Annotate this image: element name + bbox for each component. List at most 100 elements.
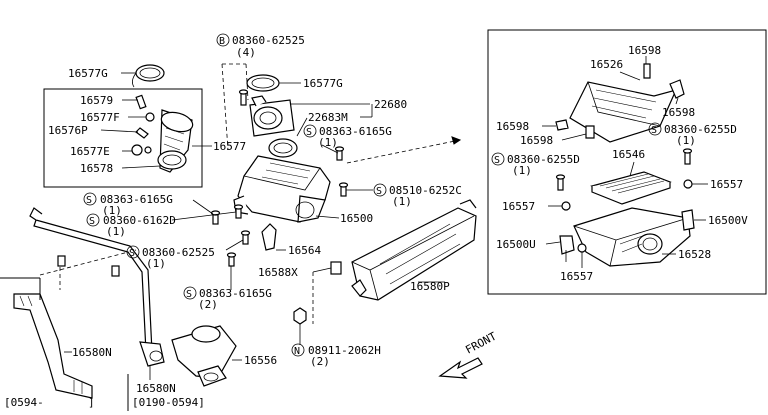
symbol-n	[291, 343, 305, 357]
svg-text:S: S	[86, 195, 92, 206]
label-r08360-6255d-left: 08360-6255D	[507, 153, 580, 166]
bracket-16500v	[681, 209, 695, 231]
svg-text:S: S	[494, 155, 500, 166]
label-16500: 16500	[340, 212, 373, 225]
label-front: FRONT	[463, 329, 499, 356]
duct-hose-16578	[157, 109, 194, 173]
front-arrow	[438, 357, 483, 379]
svg-text:S: S	[89, 216, 95, 227]
gasket-22683m	[268, 138, 298, 158]
svg-text:S: S	[376, 186, 382, 197]
detail-box	[487, 29, 767, 295]
label-s08360-62525-qty: (1)	[146, 257, 166, 270]
label-22680: 22680	[374, 98, 407, 111]
label-16557-left: 16557	[502, 200, 535, 213]
label-16546: 16546	[612, 148, 645, 161]
label-s08360-62525: 08360-62525	[142, 246, 215, 259]
label-16500v: 16500V	[708, 214, 748, 227]
label-s08363-6165g-a-qty: (1)	[318, 136, 338, 149]
symbol-s-c	[86, 213, 100, 227]
washer-16557-right	[683, 179, 693, 189]
air-flow-meter-22680	[249, 95, 295, 137]
label-16577e: 16577E	[70, 145, 110, 158]
resonator-16580p	[351, 199, 477, 301]
label-b08360-62525-qty: (4)	[236, 46, 256, 59]
bolt-r08360-6255d-right	[682, 148, 693, 165]
bolt-s08363-6165g-c	[226, 252, 237, 267]
label-16580n-left: 16580N	[72, 346, 112, 359]
duct-subassembly-box	[43, 88, 203, 188]
sensor-16576p	[135, 127, 149, 139]
label-r08360-6255d-right-qty: (1)	[676, 134, 696, 147]
symbol-s-r1	[648, 122, 662, 136]
label-date-0594-end: ]	[88, 396, 95, 409]
clip-16598-bottom	[585, 125, 595, 139]
label-n08911-2062h: 08911-2062H	[308, 344, 381, 357]
clip-16577f	[145, 112, 155, 122]
washer-16557-bottom	[577, 243, 587, 253]
bolt-b08360-62525	[238, 89, 249, 106]
svg-text:N: N	[294, 346, 300, 357]
label-16557-bottom: 16557	[560, 270, 593, 283]
bolt-s08363-6165g-a	[334, 146, 345, 161]
hose-16580n-left	[13, 293, 93, 399]
label-22683m: 22683M	[308, 111, 348, 124]
label-b08360-62525: 08360-62525	[232, 34, 305, 47]
symbol-s-b	[83, 192, 97, 206]
nut-n08911-2062h	[293, 307, 307, 325]
label-r08360-6255d-right: 08360-6255D	[664, 123, 737, 136]
label-16528: 16528	[678, 248, 711, 261]
symbol-b-bolt	[216, 33, 230, 47]
bolt-r08360-6255d-left	[555, 174, 566, 191]
label-16576p: 16576P	[48, 124, 88, 137]
clip-16598-left	[555, 119, 569, 131]
label-16577g-right: 16577G	[303, 77, 343, 90]
label-r08360-6255d-left-qty: (1)	[512, 164, 532, 177]
symbol-s-e	[126, 245, 140, 259]
bolt-s08360-6162d	[233, 204, 244, 219]
label-16598-left: 16598	[496, 120, 529, 133]
bolt-s08363-6165g-b	[210, 210, 221, 225]
lower-case-16528	[573, 207, 691, 267]
symbol-s-f	[183, 286, 197, 300]
symbol-s-a	[303, 124, 317, 138]
clip-16588x	[330, 261, 342, 275]
clamp-16577g-right	[246, 74, 280, 92]
symbol-s-d	[373, 183, 387, 197]
label-s08360-6162d-qty: (1)	[106, 225, 126, 238]
label-16557-right: 16557	[710, 178, 743, 191]
symbol-s-r2	[491, 152, 505, 166]
label-16564: 16564	[288, 244, 321, 257]
label-s08363-6165g-a: 08363-6165G	[319, 125, 392, 138]
bracket-16564	[261, 223, 277, 251]
svg-text:B: B	[219, 36, 225, 47]
clip-16577e	[131, 144, 152, 156]
clip-16598-right	[669, 79, 685, 99]
label-16578: 16578	[80, 162, 113, 175]
bolt-s08510-6252c	[338, 182, 349, 197]
air-cleaner-16500	[233, 155, 331, 223]
label-16580p: 16580P	[410, 280, 450, 293]
label-s08363-6165g-b-qty: (1)	[102, 204, 122, 217]
svg-text:S: S	[186, 289, 192, 300]
label-date-0594: [0594-	[4, 396, 44, 409]
bracket-16500u	[559, 235, 575, 262]
label-s08363-6165g-c: 08363-6165G	[199, 287, 272, 300]
label-date-0190-0594: [0190-0594]	[132, 396, 205, 409]
label-s08363-6165g-c-qty: (2)	[198, 298, 218, 311]
label-16556: 16556	[244, 354, 277, 367]
label-16588x: 16588X	[258, 266, 298, 279]
label-16598-bottom: 16598	[520, 134, 553, 147]
svg-text:S: S	[306, 127, 312, 138]
label-16579: 16579	[80, 94, 113, 107]
label-16577f: 16577F	[80, 111, 120, 124]
label-16598-top: 16598	[628, 44, 661, 57]
clamp-16577g-top	[132, 64, 165, 88]
label-s08510-6252c: 08510-6252C	[389, 184, 462, 197]
label-16500u: 16500U	[496, 238, 536, 251]
filter-element-16546	[590, 171, 672, 205]
label-16580n-bottom: 16580N	[136, 382, 176, 395]
bolt-s08360-62525	[240, 230, 251, 245]
washer-16557-left	[561, 201, 571, 211]
